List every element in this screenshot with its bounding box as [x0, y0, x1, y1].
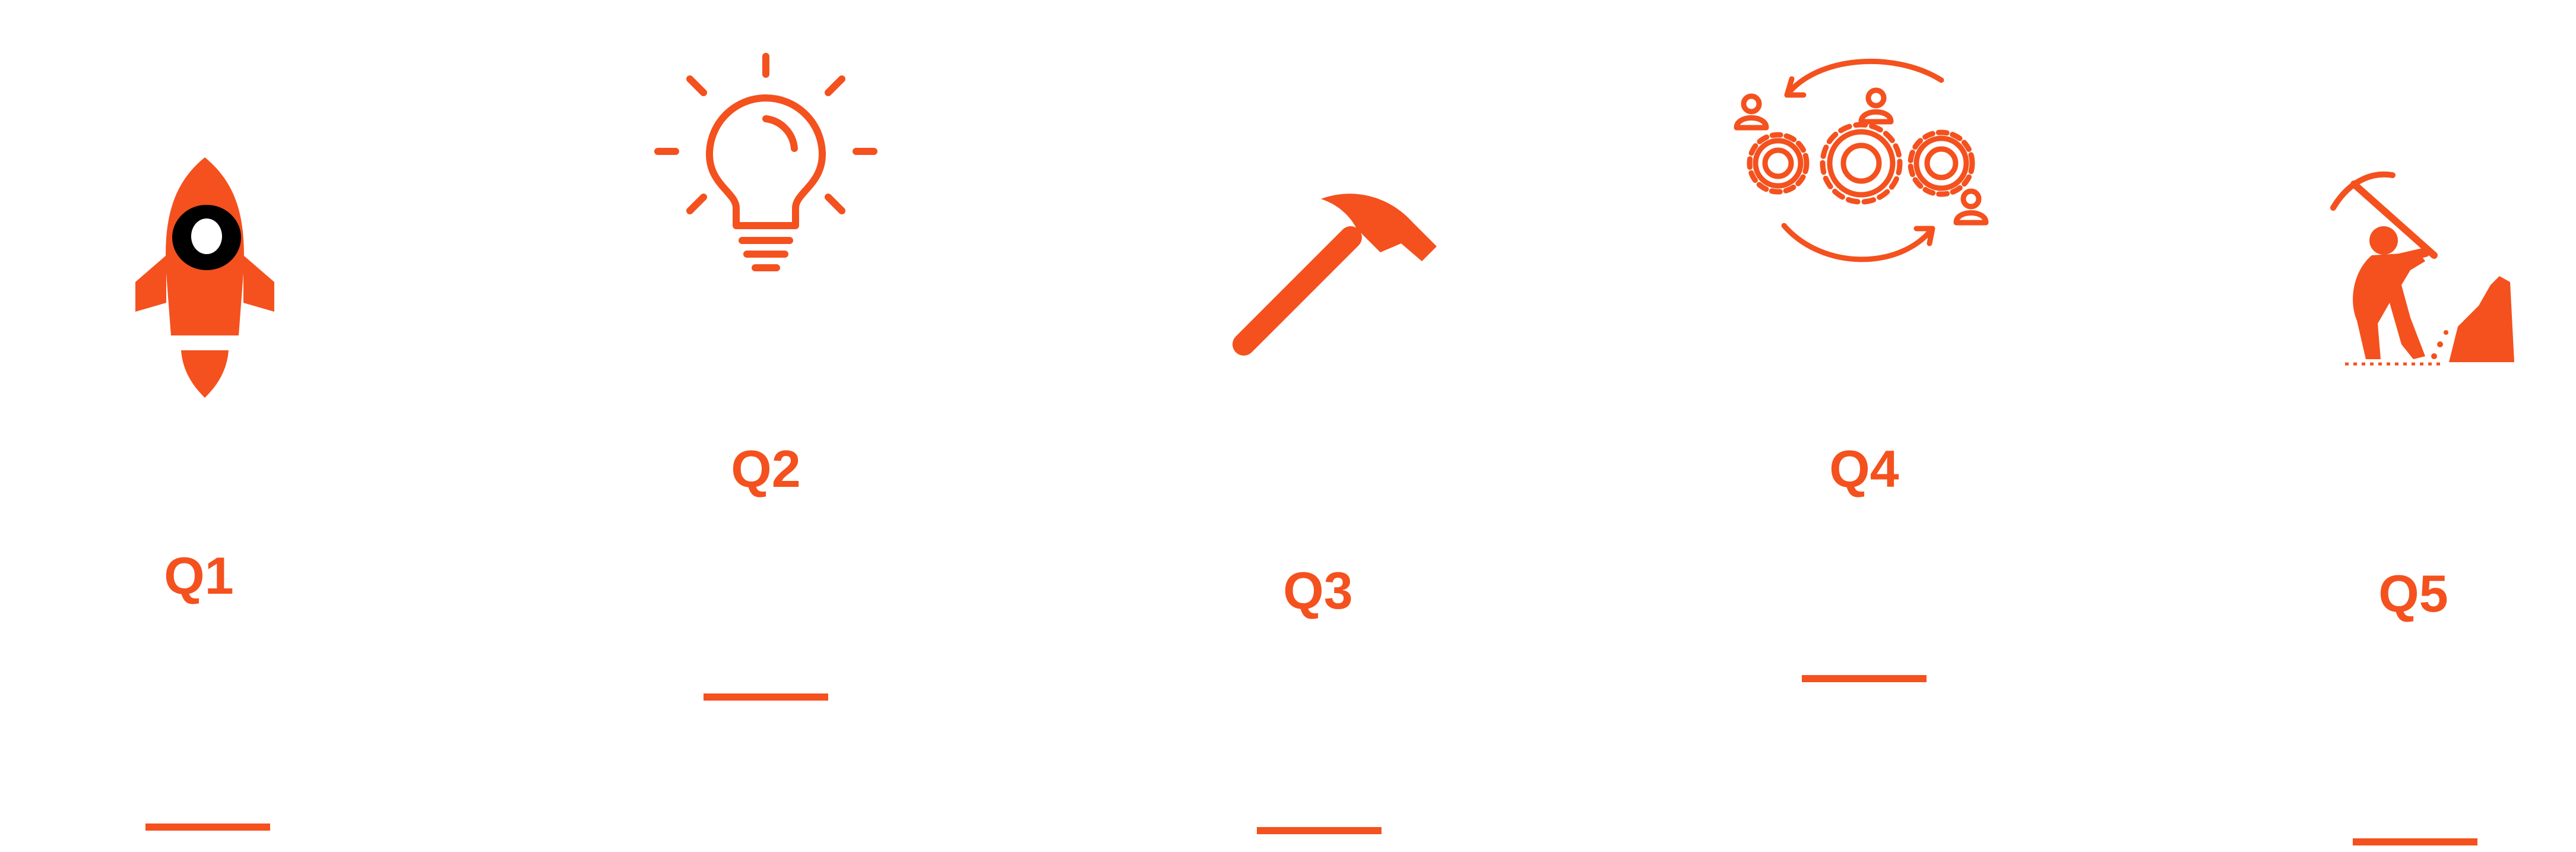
- item-label-q3: Q3: [1283, 561, 1353, 620]
- answer-line-q5: [2353, 838, 2477, 845]
- hammer-icon: [1223, 178, 1443, 362]
- answer-line-q2: [704, 693, 828, 701]
- item-label-q2: Q2: [731, 439, 801, 498]
- miner-pickaxe-icon: [2321, 166, 2517, 374]
- answer-line-q3: [1257, 827, 1382, 834]
- answer-line-q4: [1802, 675, 1927, 682]
- answer-line-q1: [145, 824, 270, 831]
- rocket-icon: [125, 154, 285, 398]
- item-label-q4: Q4: [1829, 439, 1899, 498]
- item-label-q5: Q5: [2378, 564, 2448, 623]
- lightbulb-icon: [653, 50, 879, 276]
- item-label-q1: Q1: [164, 546, 234, 605]
- gears-people-cycle-icon: [1728, 50, 1995, 270]
